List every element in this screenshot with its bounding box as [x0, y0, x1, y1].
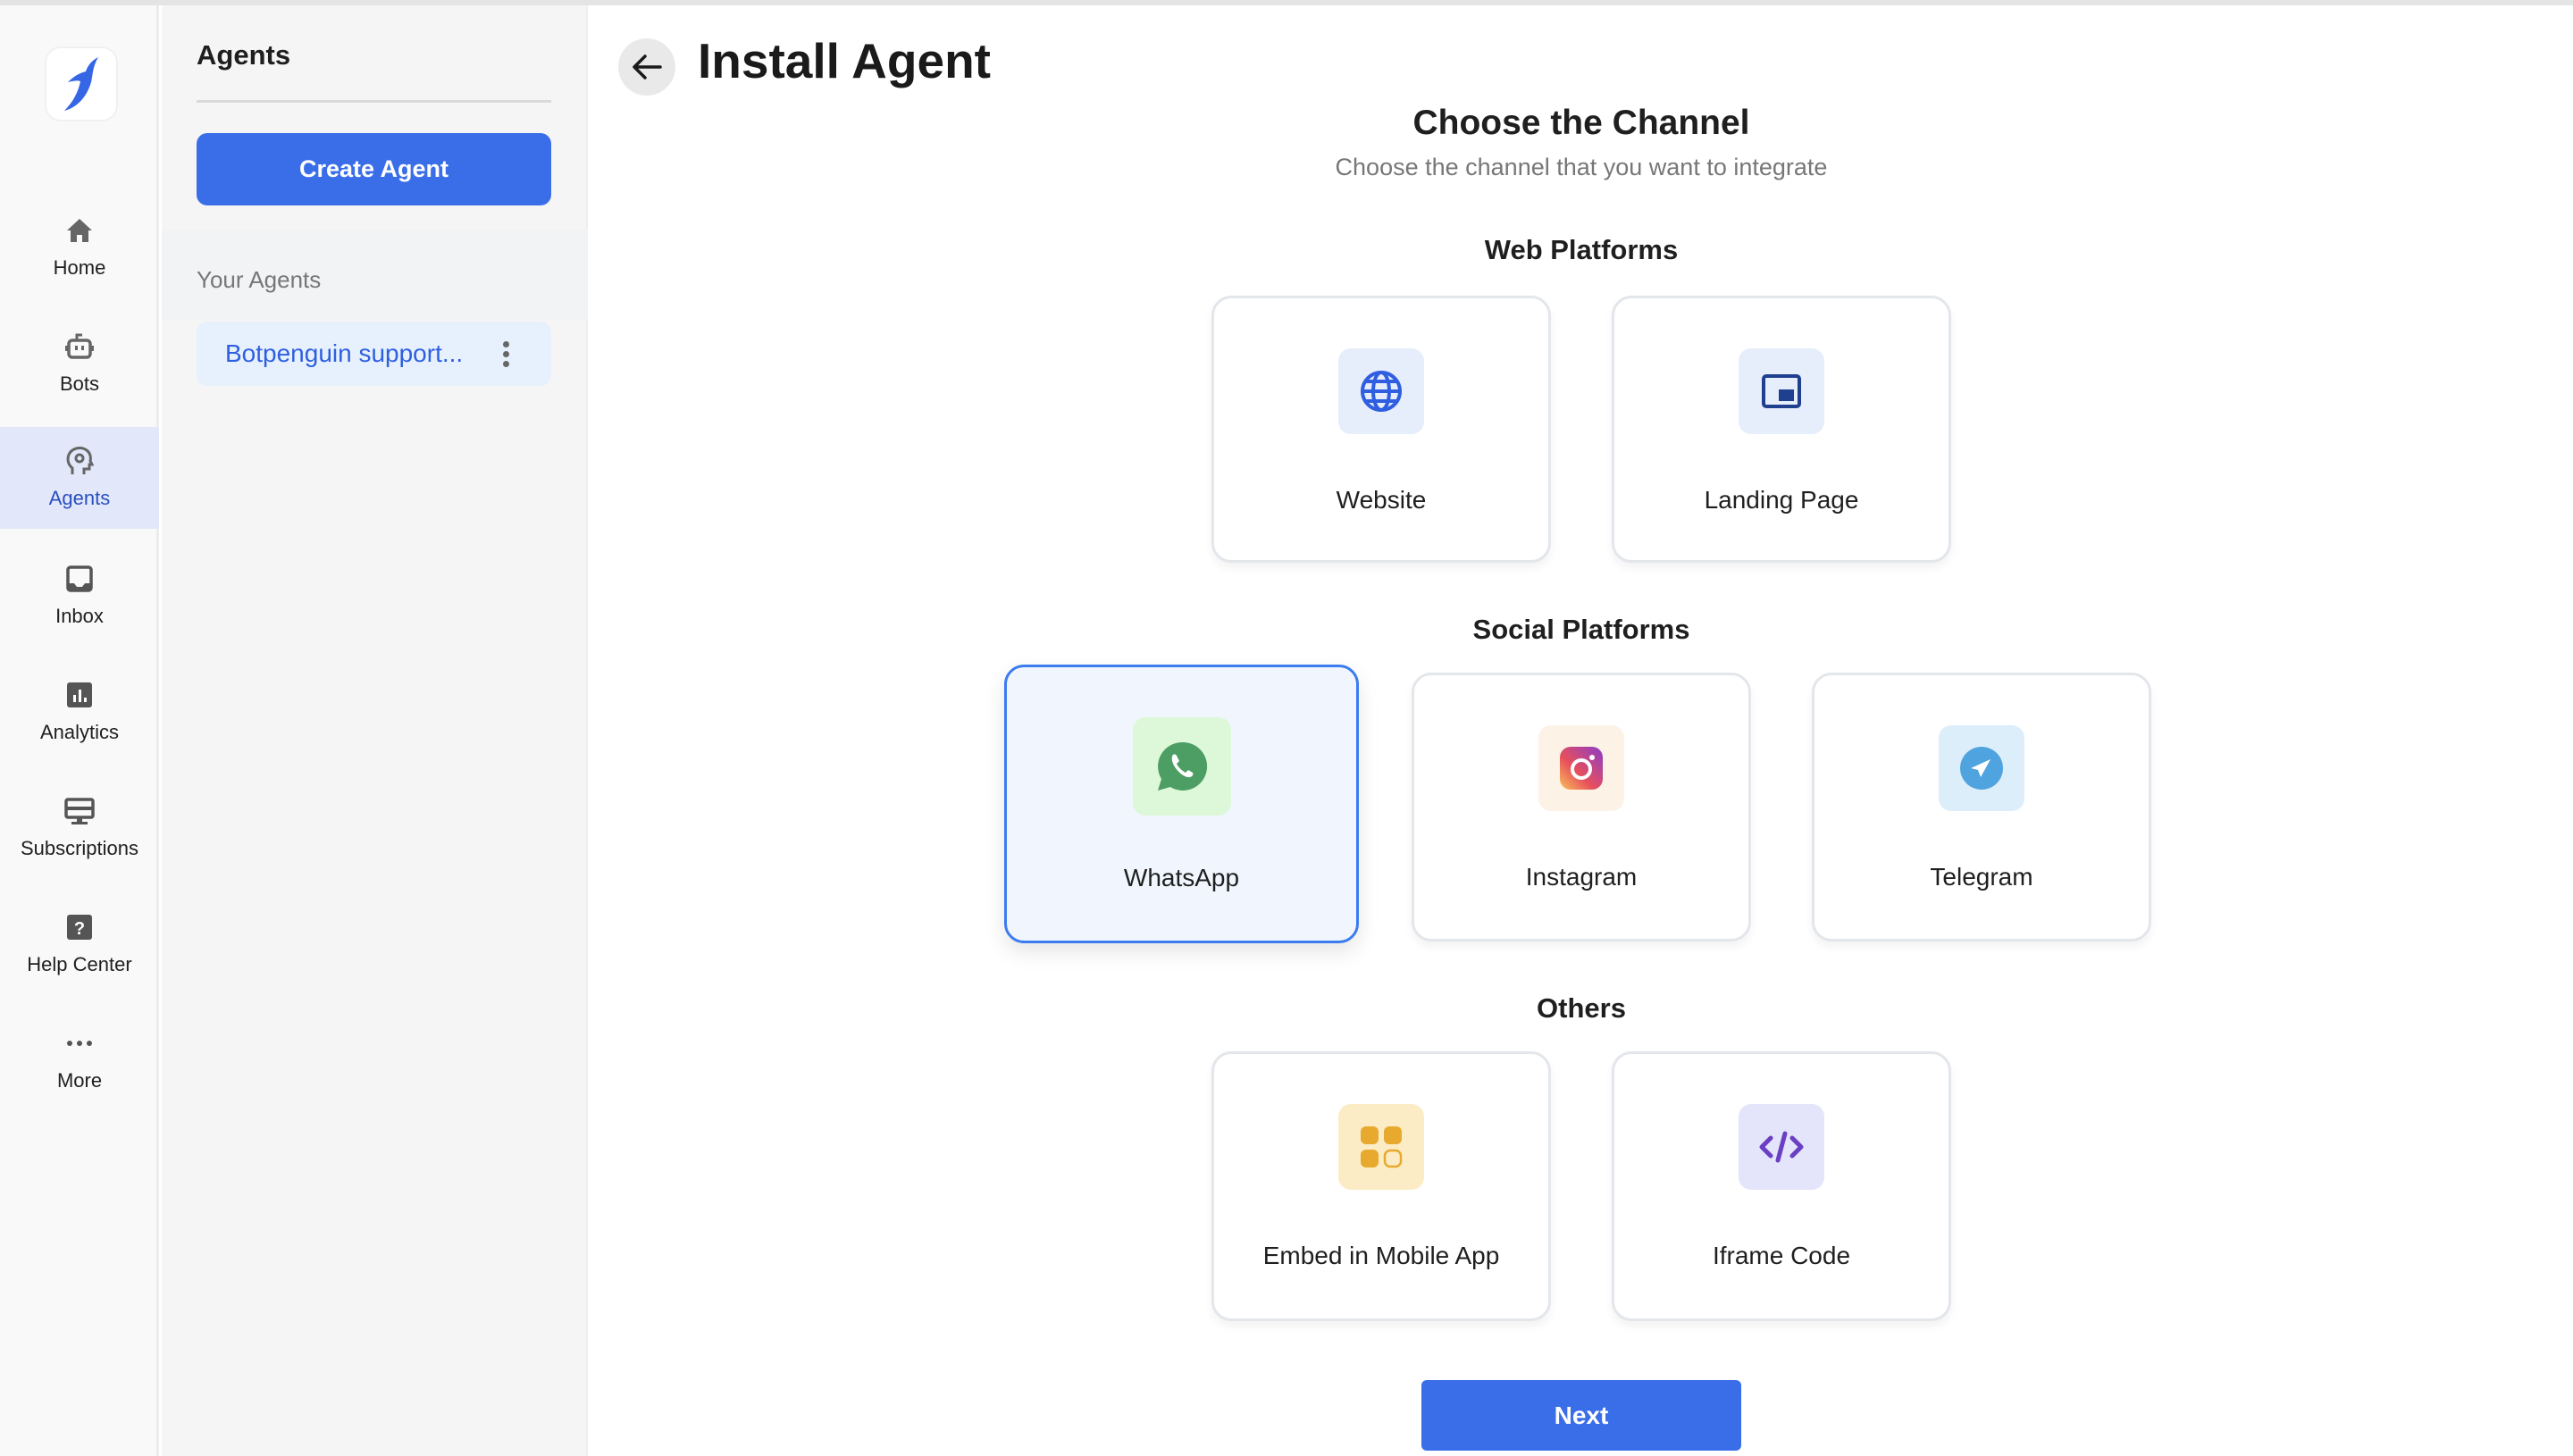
bot-icon: [64, 331, 95, 362]
more-icon: [64, 1028, 95, 1059]
nav-label: More: [56, 1069, 103, 1092]
nav-label: Inbox: [55, 605, 104, 627]
nav-item-inbox[interactable]: Inbox: [0, 545, 159, 647]
analytics-icon: [64, 680, 95, 710]
web-platforms-title: Web Platforms: [1484, 234, 1679, 265]
channel-card-website[interactable]: Website: [1211, 296, 1551, 563]
nav-item-home[interactable]: Home: [0, 197, 159, 298]
nav-label: Subscriptions: [20, 837, 139, 859]
panel-band: [162, 230, 588, 320]
apps-grid-icon: [1338, 1104, 1424, 1190]
top-border: [0, 0, 2573, 5]
nav-item-more[interactable]: More: [0, 1009, 159, 1111]
channel-label: WhatsApp: [1123, 864, 1240, 891]
help-icon: ?: [64, 912, 95, 942]
nav-label: Home: [53, 256, 106, 279]
section-subheading: Choose the channel that you want to inte…: [1335, 154, 1828, 180]
home-icon: [64, 215, 95, 246]
nav-item-bots[interactable]: Bots: [0, 313, 159, 414]
agents-panel: [162, 5, 588, 1456]
channel-card-landing-page[interactable]: Landing Page: [1612, 296, 1951, 563]
main-nav: [0, 5, 159, 1456]
agent-name: Botpenguin support...: [225, 339, 464, 367]
nav-label: Analytics: [39, 721, 120, 743]
agent-icon: [64, 446, 95, 476]
channel-label: Iframe Code: [1712, 1242, 1851, 1269]
nav-item-analytics[interactable]: Analytics: [0, 661, 159, 763]
subscriptions-icon: [64, 796, 95, 826]
channel-card-iframe-code[interactable]: Iframe Code: [1612, 1051, 1951, 1321]
code-icon: [1739, 1104, 1824, 1190]
nav-item-subscriptions[interactable]: Subscriptions: [0, 777, 159, 879]
create-agent-button[interactable]: Create Agent: [197, 133, 551, 205]
nav-label: Bots: [59, 372, 100, 395]
nav-item-agents[interactable]: Agents: [0, 427, 159, 529]
channel-card-telegram[interactable]: Telegram: [1812, 673, 2151, 941]
inbox-icon: [64, 564, 95, 594]
penguin-icon: [64, 57, 98, 111]
channel-label: Telegram: [1930, 863, 2033, 891]
telegram-icon: [1939, 725, 2024, 811]
social-platforms-title: Social Platforms: [1472, 614, 1690, 645]
instagram-icon: [1538, 725, 1624, 811]
page-title: Install Agent: [698, 33, 991, 88]
channel-card-whatsapp[interactable]: WhatsApp: [1004, 665, 1359, 943]
your-agents-label: Your Agents: [197, 266, 322, 293]
globe-icon: [1338, 348, 1424, 434]
kebab-menu-icon[interactable]: [503, 341, 510, 367]
agent-list-item[interactable]: Botpenguin support...: [197, 322, 551, 386]
section-heading: Choose the Channel: [1412, 104, 1750, 142]
channel-label: Website: [1336, 486, 1427, 514]
channel-label: Landing Page: [1704, 486, 1859, 514]
nav-label: Agents: [48, 487, 111, 509]
botpenguin-logo[interactable]: [45, 46, 118, 121]
nav-item-help-center[interactable]: ? Help Center: [0, 893, 159, 995]
channel-label: Instagram: [1525, 863, 1638, 891]
channel-label: Embed in Mobile App: [1262, 1242, 1500, 1269]
svg-text:?: ?: [74, 919, 85, 939]
back-button[interactable]: [618, 38, 675, 96]
others-title: Others: [1537, 992, 1626, 1024]
nav-label: Help Center: [27, 953, 132, 975]
divider: [197, 100, 551, 103]
channel-card-instagram[interactable]: Instagram: [1412, 673, 1751, 941]
landing-page-icon: [1739, 348, 1824, 434]
panel-title: Agents: [197, 39, 291, 71]
channel-card-embed-mobile-app[interactable]: Embed in Mobile App: [1211, 1051, 1551, 1321]
whatsapp-icon: [1132, 717, 1231, 816]
next-button[interactable]: Next: [1421, 1380, 1741, 1451]
arrow-left-icon: [633, 54, 662, 79]
